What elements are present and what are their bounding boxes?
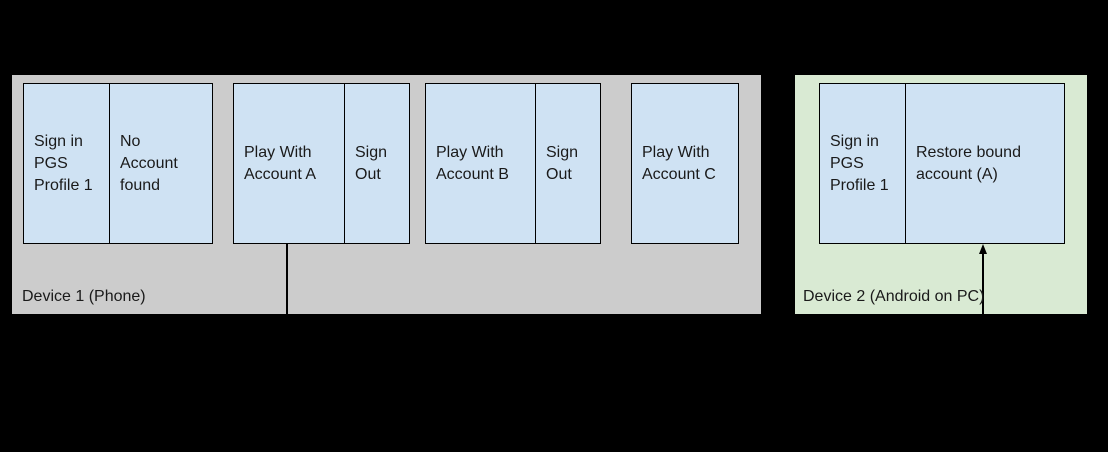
step-label: Play With Account C [642, 143, 716, 183]
flow-connector-up-line [982, 252, 984, 314]
step-group-play-b-signout: Play With Account B Sign Out [425, 83, 601, 244]
step-box-restore-bound-account: Restore bound account (A) [905, 83, 1065, 244]
step-label: Sign in PGS Profile 1 [830, 132, 889, 194]
step-label: No Account found [120, 132, 178, 194]
device2-frame: Sign in PGS Profile 1 Restore bound acco… [795, 75, 1087, 314]
step-label: Restore bound account (A) [916, 143, 1021, 183]
flow-connector-down-line [286, 244, 288, 314]
step-box-play-with-account-b: Play With Account B [425, 83, 536, 244]
arrow-up-icon [979, 244, 987, 254]
step-label: Sign Out [546, 143, 579, 183]
step-label: Play With Account B [436, 143, 509, 183]
step-box-sign-out-b: Sign Out [535, 83, 601, 244]
step-box-sign-in-pgs-profile-1: Sign in PGS Profile 1 [23, 83, 110, 244]
step-group-signin-noaccount: Sign in PGS Profile 1 No Account found [23, 83, 213, 244]
step-box-sign-in-pgs-profile-1-device2: Sign in PGS Profile 1 [819, 83, 906, 244]
step-group-signin-restore: Sign in PGS Profile 1 Restore bound acco… [819, 83, 1065, 244]
step-label: Sign in PGS Profile 1 [34, 132, 93, 194]
step-label: Play With Account A [244, 143, 317, 183]
device1-label: Device 1 (Phone) [22, 288, 146, 305]
step-group-play-a-signout: Play With Account A Sign Out [233, 83, 410, 244]
step-box-play-with-account-a: Play With Account A [233, 83, 345, 244]
step-box-play-with-account-c: Play With Account C [631, 83, 739, 244]
device2-label: Device 2 (Android on PC) [803, 288, 985, 305]
step-label: Sign Out [355, 143, 388, 183]
step-box-sign-out-a: Sign Out [344, 83, 410, 244]
step-group-play-c: Play With Account C [631, 83, 739, 244]
step-box-no-account-found: No Account found [109, 83, 213, 244]
device1-frame: Sign in PGS Profile 1 No Account found P… [12, 75, 761, 314]
